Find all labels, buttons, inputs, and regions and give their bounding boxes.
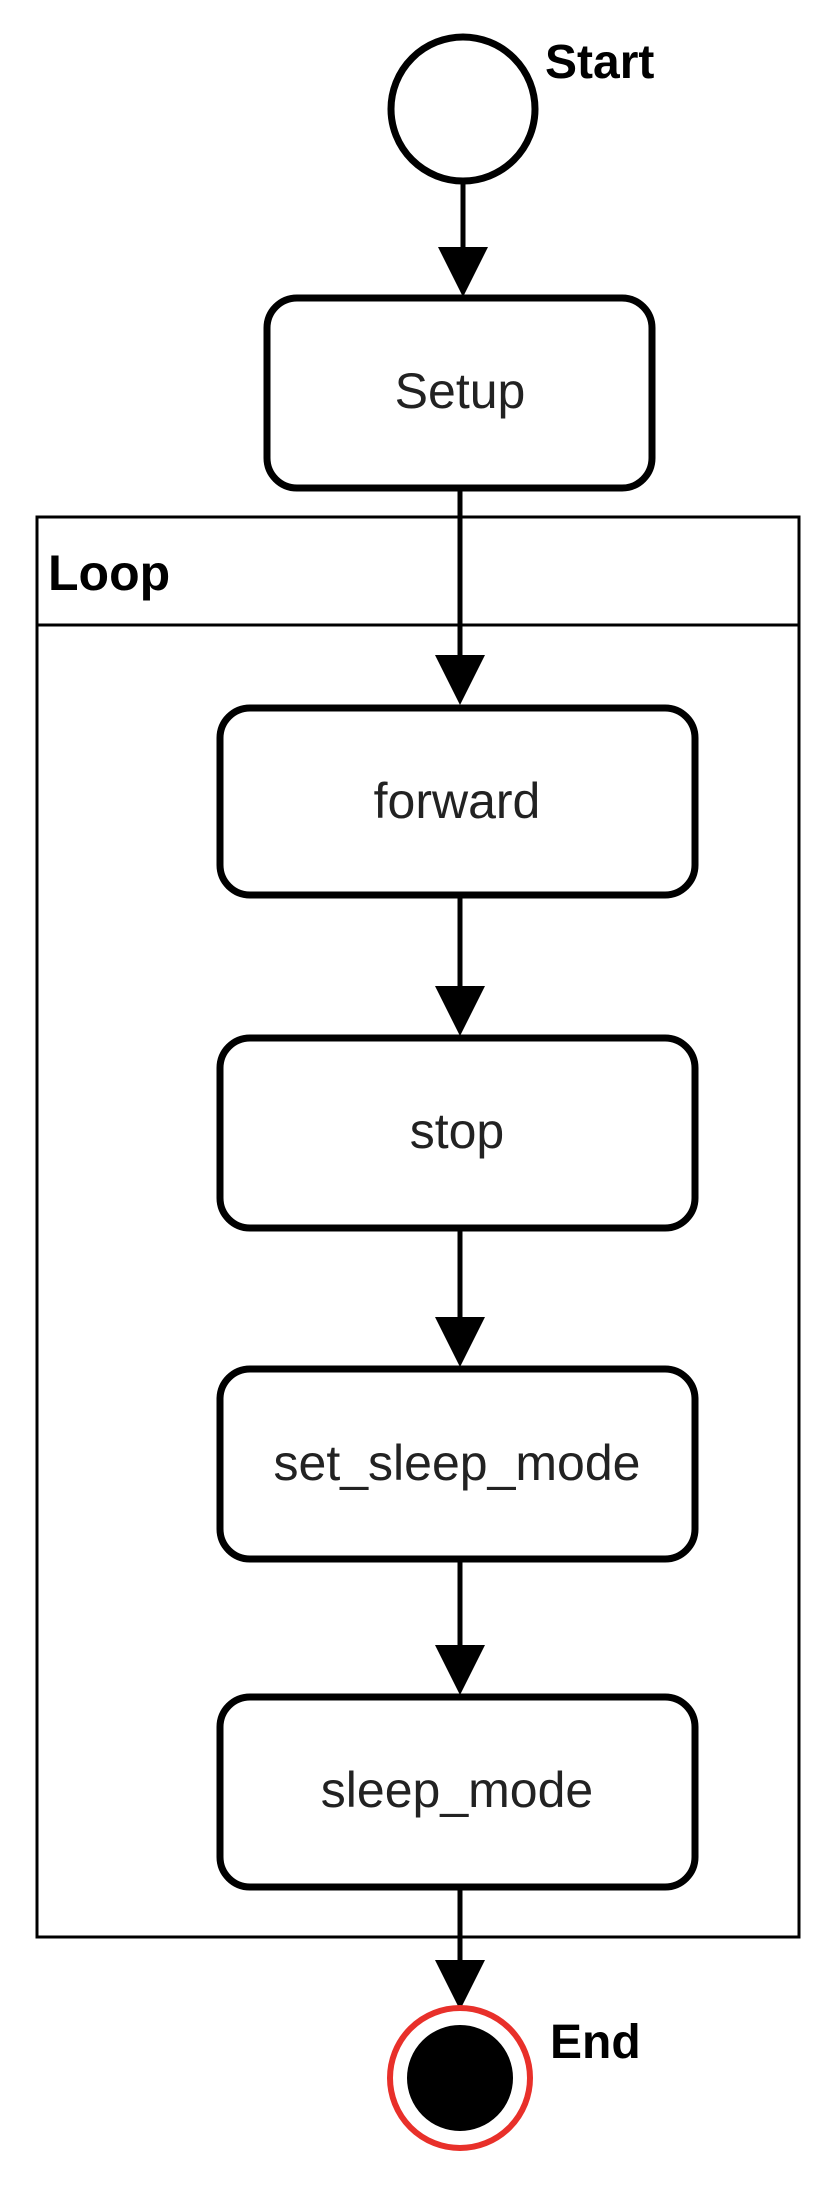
set-sleep-mode-label: set_sleep_mode [274, 1435, 641, 1491]
end-node-core [407, 2025, 513, 2131]
setup-label: Setup [395, 363, 526, 419]
stop-label: stop [410, 1103, 505, 1159]
forward-label: forward [374, 773, 541, 829]
start-node [387, 33, 539, 185]
sleep-mode-label: sleep_mode [321, 1762, 593, 1818]
end-label: End [550, 2016, 641, 2069]
loop-label: Loop [48, 545, 170, 601]
start-label: Start [545, 36, 654, 89]
loop-container [35, 515, 801, 1939]
